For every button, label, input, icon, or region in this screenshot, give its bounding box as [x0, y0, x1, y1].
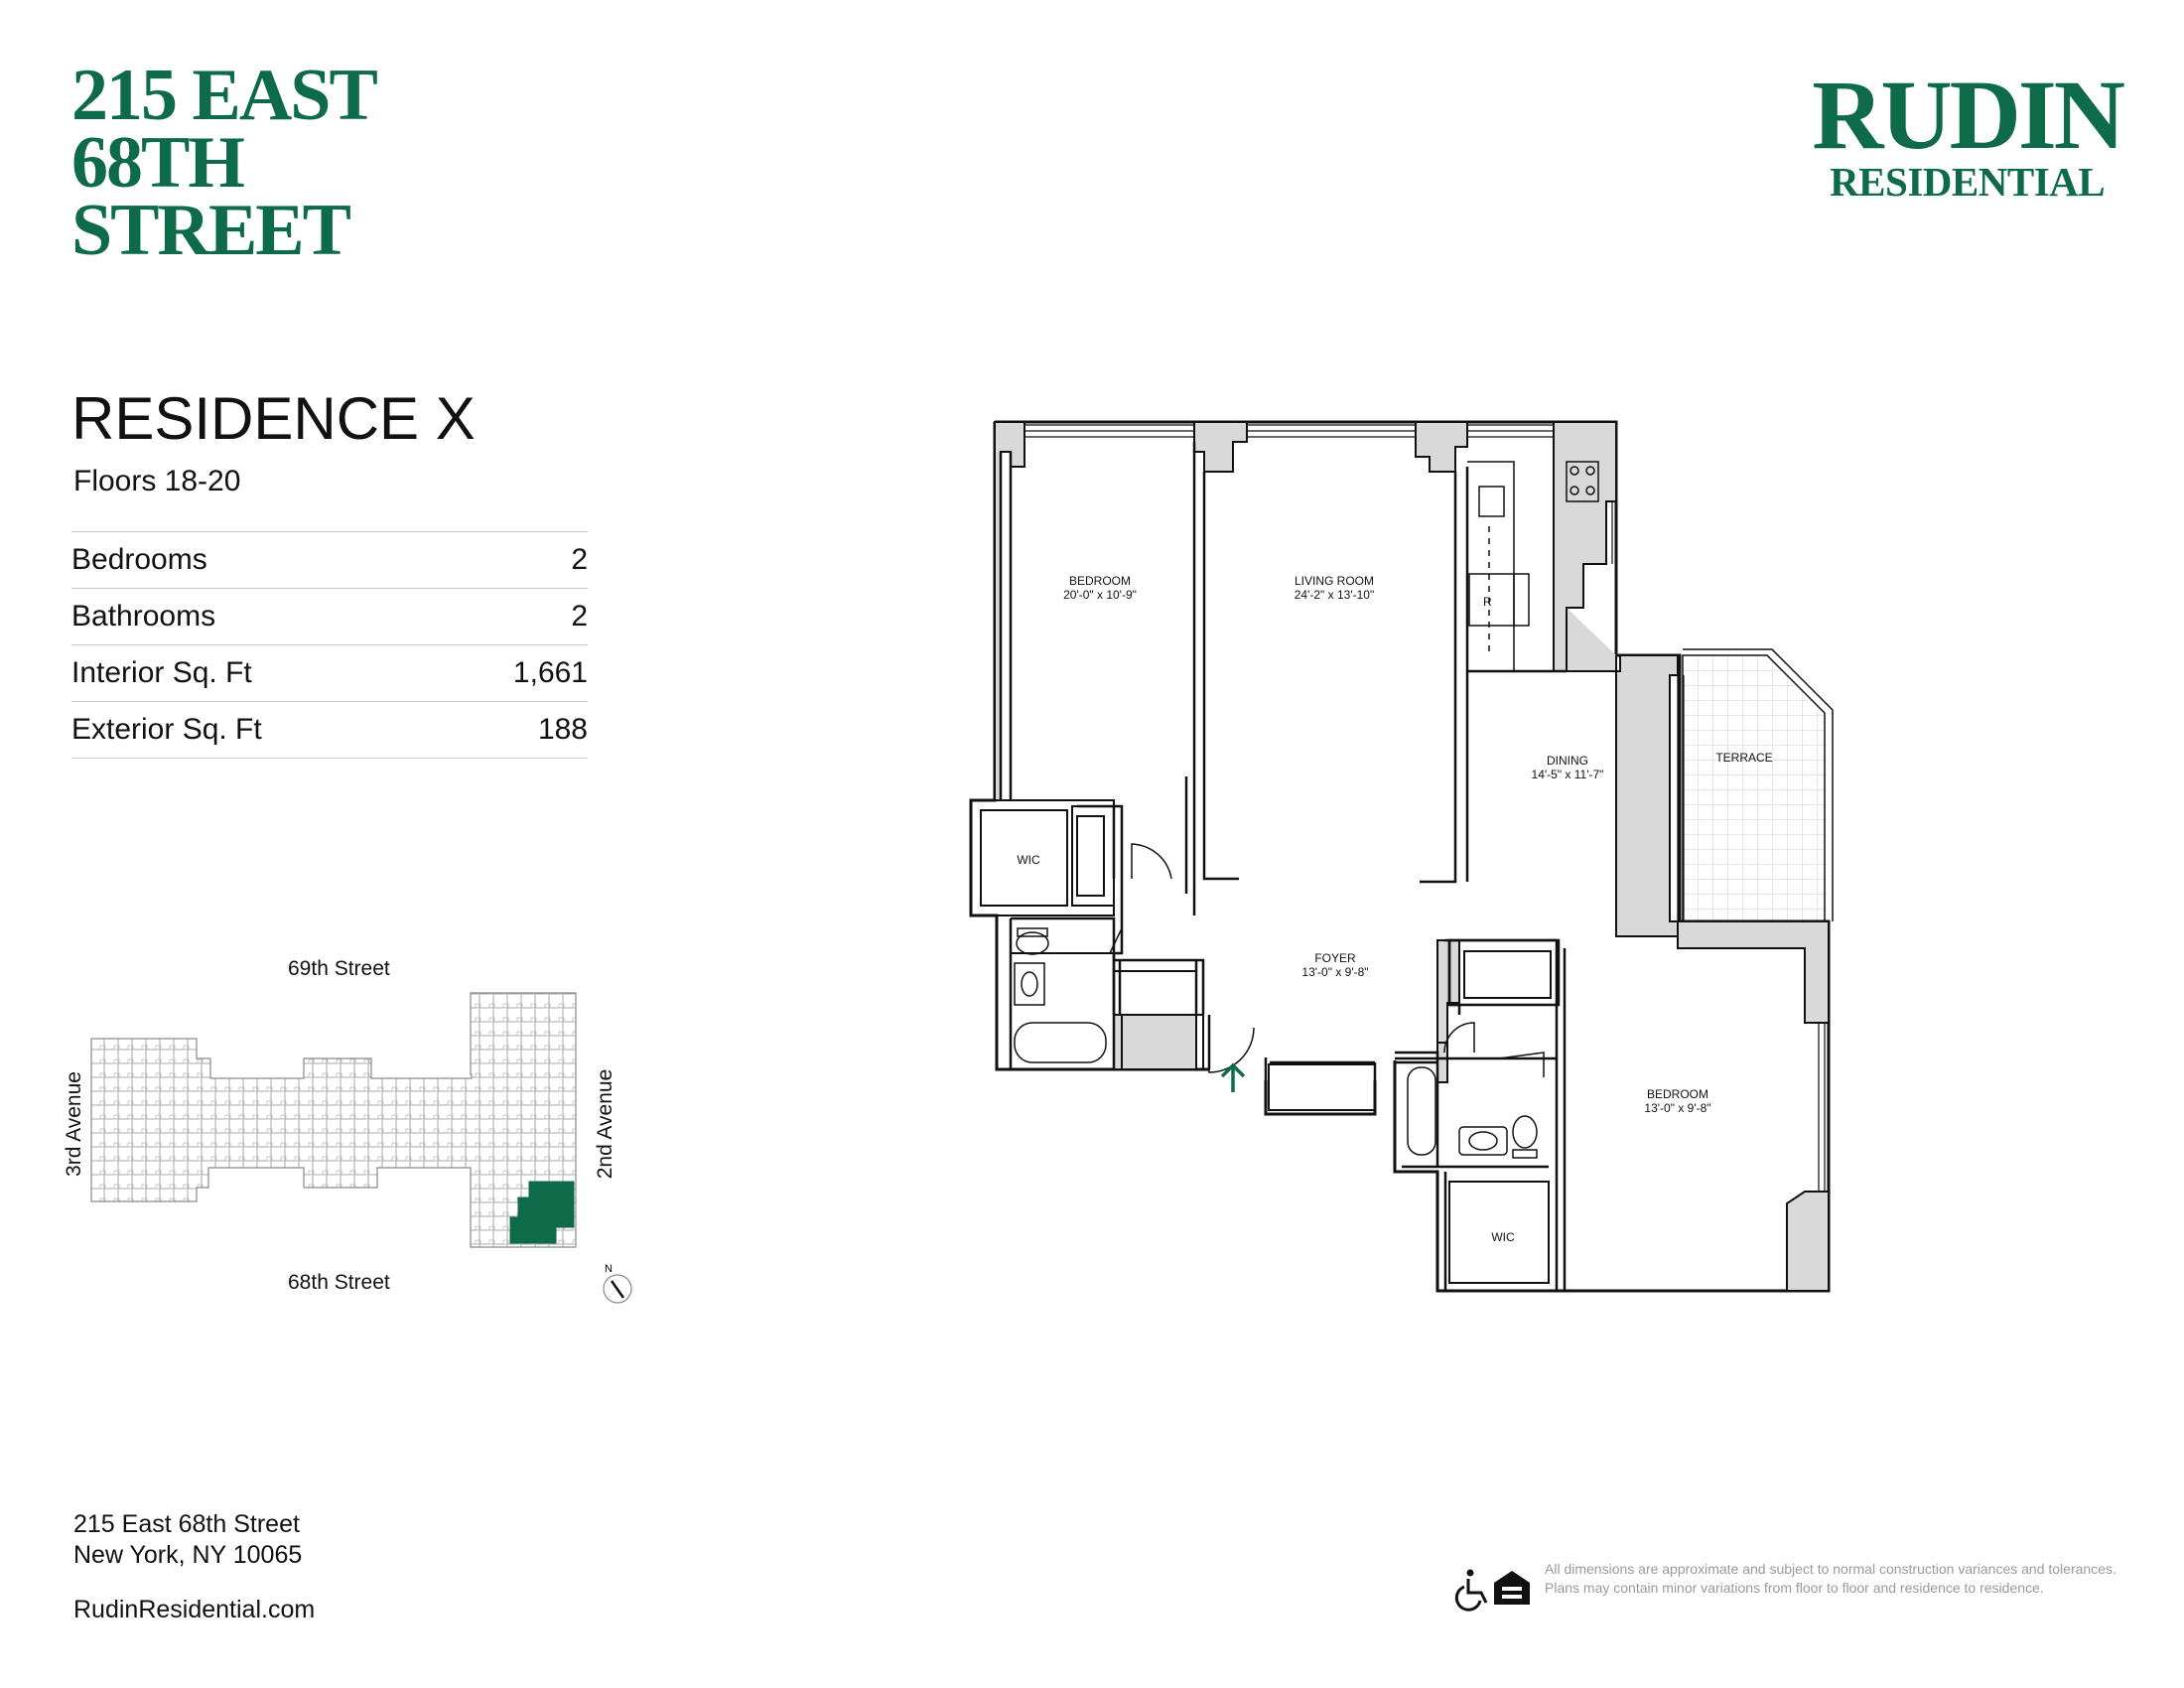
room-wic-1-name: WIC [1017, 853, 1040, 867]
room-wic-2-name: WIC [1491, 1230, 1515, 1244]
interior-walls [999, 442, 1567, 1291]
building-name-line2: 68TH [71, 122, 245, 204]
residence-floors: Floors 18-20 [73, 465, 241, 497]
terrace-railing [1683, 648, 1834, 921]
room-labels: BEDROOM 20'-0" x 10'-9" LIVING ROOM 24'-… [1017, 574, 1772, 1244]
terrace-area [1682, 654, 1826, 922]
compliance-icons [1454, 1569, 1530, 1612]
room-foyer-dims: 13'-0" x 9'-8" [1301, 965, 1368, 979]
spec-label: Interior Sq. Ft [71, 656, 252, 689]
address-line1: 215 East 68th Street [73, 1510, 300, 1538]
rudin-logo: RUDIN RESIDENTIAL [1812, 60, 2125, 205]
accessibility-icon [1454, 1569, 1488, 1612]
windows [1024, 424, 1826, 1192]
spec-value: 2 [571, 543, 588, 576]
keyplan-north-street: 69th Street [288, 957, 390, 980]
logo-line1: RUDIN [1812, 60, 2125, 170]
spec-label: Exterior Sq. Ft [71, 713, 262, 746]
website-link[interactable]: RudinResidential.com [73, 1596, 316, 1623]
keyplan-south-street: 68th Street [288, 1271, 390, 1294]
building-name: 215 EAST 68TH STREET [71, 55, 378, 271]
spec-row-interior-sqft: Interior Sq. Ft 1,661 [71, 645, 588, 702]
address-line2: New York, NY 10065 [73, 1541, 303, 1569]
room-bedroom-1-dims: 20'-0" x 10'-9" [1063, 588, 1137, 602]
room-foyer-name: FOYER [1314, 951, 1356, 965]
logo-line2: RESIDENTIAL [1830, 159, 2106, 205]
refrigerator-label: R [1483, 595, 1492, 609]
spec-value: 1,661 [512, 656, 588, 689]
residence-title: RESIDENCE X [71, 385, 476, 452]
spec-row-bedrooms: Bedrooms 2 [71, 532, 588, 589]
address: 215 East 68th Street New York, NY 10065 [73, 1509, 302, 1571]
room-bedroom-2-dims: 13'-0" x 9'-8" [1644, 1101, 1710, 1115]
room-terrace-name: TERRACE [1715, 751, 1772, 765]
spec-row-bathrooms: Bathrooms 2 [71, 589, 588, 645]
equal-housing-icon [1494, 1571, 1530, 1605]
disclaimer: All dimensions are approximate and subje… [1545, 1561, 2116, 1596]
room-dining-name: DINING [1547, 754, 1588, 768]
specs-table: Bedrooms 2 Bathrooms 2 Interior Sq. Ft 1… [71, 531, 588, 759]
room-living-name: LIVING ROOM [1295, 574, 1374, 588]
room-bedroom-1-name: BEDROOM [1069, 574, 1131, 588]
spec-value: 188 [537, 713, 588, 746]
spec-value: 2 [571, 600, 588, 633]
closets [970, 799, 1552, 1284]
room-living-dims: 24'-2" x 13'-10" [1295, 588, 1374, 602]
building-name-line1: 215 EAST [71, 55, 378, 136]
spec-label: Bedrooms [71, 543, 207, 576]
entry-arrow-icon [1220, 1062, 1246, 1092]
room-dining-dims: 14'-5" x 11'-7" [1532, 768, 1604, 781]
door-swings [1109, 843, 1545, 1077]
kitchen [1467, 461, 1599, 672]
bath-fixtures [1014, 927, 1538, 1159]
building-name-line3: STREET [71, 190, 351, 271]
spec-label: Bathrooms [71, 600, 216, 633]
spec-row-exterior-sqft: Exterior Sq. Ft 188 [71, 702, 588, 759]
room-bedroom-2-name: BEDROOM [1647, 1087, 1708, 1101]
wall-columns [994, 421, 1830, 1292]
